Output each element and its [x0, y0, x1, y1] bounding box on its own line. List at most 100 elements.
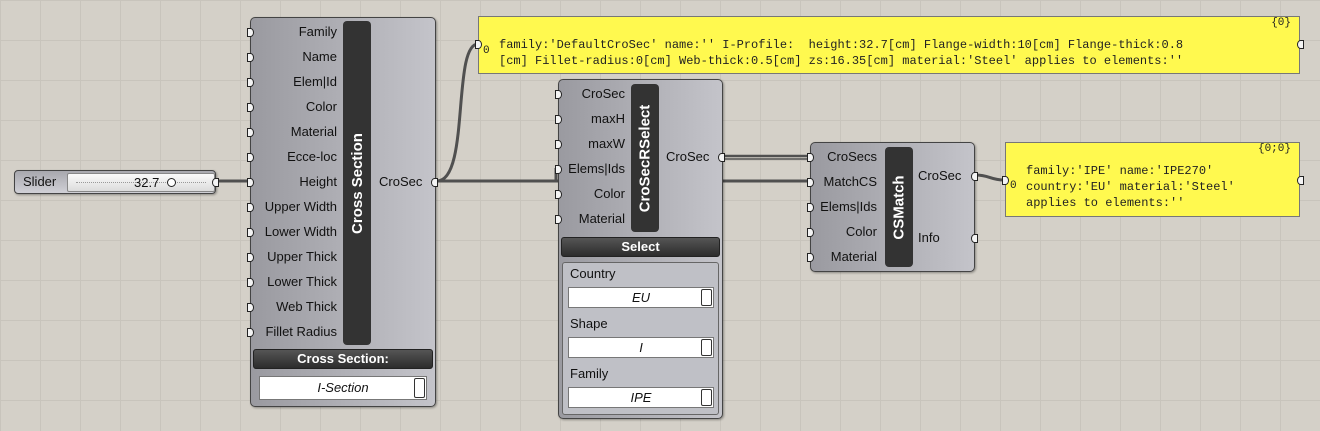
cross-section-input-grip[interactable]: [247, 253, 254, 262]
slider-value: 32.7: [134, 175, 160, 190]
cross-section-input-grip[interactable]: [247, 78, 254, 87]
cross-section-input-label: Color: [305, 99, 337, 114]
crosec-select-input-label: CroSec: [581, 86, 625, 101]
cross-section-input-label: Ecce-loc: [287, 149, 337, 164]
cs-match-title: CSMatch: [890, 174, 908, 240]
dropdown-toggle-icon[interactable]: [414, 378, 425, 398]
panel-top-index: 0: [483, 45, 490, 57]
cross-section-input-label: Upper Thick: [267, 249, 337, 264]
cross-section-input-grip[interactable]: [247, 303, 254, 312]
cross-section-dropdown-header: Cross Section:: [253, 349, 433, 369]
crosec-select-input-label: maxW: [588, 136, 625, 151]
cross-section-input-grip[interactable]: [247, 203, 254, 212]
panel-top-line2: [cm] Fillet-radius:0[cm] Web-thick:0.5[c…: [499, 54, 1184, 68]
cross-section-input-label: Lower Thick: [267, 274, 337, 289]
cross-section-input-label: Web Thick: [276, 299, 337, 314]
crosec-select-header: Select: [561, 237, 720, 257]
crosec-select-input-label: Elems|Ids: [568, 161, 625, 176]
cross-section-input-grip[interactable]: [247, 53, 254, 62]
cs-match-input-label: Elems|Ids: [820, 199, 877, 214]
panel-top-path: {0}: [1271, 17, 1291, 29]
cross-section-input-label: Fillet Radius: [265, 324, 337, 339]
panel-right-index: 0: [1010, 180, 1017, 192]
select-group-dropdown[interactable]: I: [568, 337, 714, 358]
panel-right[interactable]: {0;0} 0 family:'IPE' name:'IPE270' count…: [1002, 142, 1304, 217]
cross-section-input-grip[interactable]: [247, 28, 254, 37]
crosec-select-output-grip[interactable]: [718, 153, 725, 162]
cross-section-input-label: Name: [302, 49, 337, 64]
wire-crosec-panel: [436, 42, 479, 183]
cs-match-input-grip[interactable]: [807, 203, 814, 212]
cs-match-output-crosec: CroSec: [918, 168, 962, 183]
cs-match-crosec-grip[interactable]: [971, 172, 978, 181]
dropdown-toggle-icon[interactable]: [701, 339, 712, 356]
cross-section-input-grip[interactable]: [247, 128, 254, 137]
cross-section-dropdown-value: I-Section: [317, 380, 369, 395]
cross-section-output-grip[interactable]: [431, 178, 438, 187]
cross-section-input-label: Height: [299, 174, 337, 189]
cross-section-input-label: Elem|Id: [293, 74, 337, 89]
panel-right-line3: applies to elements:'': [1026, 196, 1185, 210]
cs-match-info-grip[interactable]: [971, 234, 978, 243]
cross-section-input-grip[interactable]: [247, 228, 254, 237]
cross-section-input-grip[interactable]: [247, 328, 254, 337]
crosec-select-input-label: Material: [578, 211, 625, 226]
panel-right-output-grip[interactable]: [1297, 176, 1304, 185]
dropdown-toggle-icon[interactable]: [701, 389, 712, 406]
cross-section-input-grip[interactable]: [247, 178, 254, 187]
select-group-dropdown[interactable]: IPE: [568, 387, 714, 408]
slider-label: Slider: [23, 174, 57, 189]
cross-section-input-grip[interactable]: [247, 278, 254, 287]
crosec-select-output-label: CroSec: [666, 149, 710, 164]
cs-match-input-grip[interactable]: [807, 253, 814, 262]
cs-match-input-grip[interactable]: [807, 178, 814, 187]
dropdown-toggle-icon[interactable]: [701, 289, 712, 306]
slider-output-grip[interactable]: [212, 178, 219, 187]
crosec-select-input-grip[interactable]: [555, 115, 562, 124]
cross-section-input-label: Family: [298, 24, 337, 39]
crosec-select-input-grip[interactable]: [555, 215, 562, 224]
slider-ticks: [76, 182, 206, 184]
wire-match-panel: [974, 173, 1005, 182]
cross-section-input-label: Lower Width: [264, 224, 337, 239]
panel-top-line1: family:'DefaultCroSec' name:'' I-Profile…: [499, 38, 1184, 52]
cross-section-input-grip[interactable]: [247, 153, 254, 162]
slider-track[interactable]: 32.7: [67, 173, 215, 192]
select-group-value: EU: [631, 290, 651, 305]
panel-right-input-grip[interactable]: [1002, 176, 1009, 185]
cross-section-title-bar: Cross Section: [343, 21, 371, 345]
panel-top-output-grip[interactable]: [1297, 40, 1304, 49]
slider-knob-icon[interactable]: [167, 178, 176, 187]
cross-section-title: Cross Section: [348, 132, 366, 234]
panel-top-input-grip[interactable]: [475, 40, 482, 49]
select-group-dropdown[interactable]: EU: [568, 287, 714, 308]
select-group-label: Shape: [570, 316, 608, 331]
panel-top[interactable]: {0} 0 family:'DefaultCroSec' name:'' I-P…: [475, 16, 1304, 74]
panel-right-line2: country:'EU' material:'Steel': [1026, 180, 1235, 194]
cs-match-input-grip[interactable]: [807, 153, 814, 162]
cross-section-dropdown[interactable]: I-Section: [259, 376, 427, 400]
crosec-select-input-grip[interactable]: [555, 90, 562, 99]
cross-section-input-label: Material: [290, 124, 337, 139]
crosec-select-input-label: maxH: [591, 111, 625, 126]
number-slider[interactable]: Slider 32.7: [14, 170, 219, 194]
cross-section-input-grip[interactable]: [247, 103, 254, 112]
cs-match-title-bar: CSMatch: [885, 147, 913, 267]
cross-section-output-label: CroSec: [379, 174, 423, 189]
crosec-select-input-grip[interactable]: [555, 140, 562, 149]
cs-match-input-label: MatchCS: [823, 174, 877, 189]
crosec-select-input-grip[interactable]: [555, 190, 562, 199]
crosec-select-input-grip[interactable]: [555, 165, 562, 174]
select-group-value: I: [639, 340, 643, 355]
crosec-select-title: CroSecRSelect: [636, 104, 654, 212]
panel-right-line1: family:'IPE' name:'IPE270': [1026, 164, 1214, 178]
cs-match-input-grip[interactable]: [807, 228, 814, 237]
crosec-select-input-label: Color: [593, 186, 625, 201]
wire-crosec-select: [437, 168, 558, 183]
cs-match-output-info: Info: [918, 230, 940, 245]
select-group-label: Country: [570, 266, 616, 281]
